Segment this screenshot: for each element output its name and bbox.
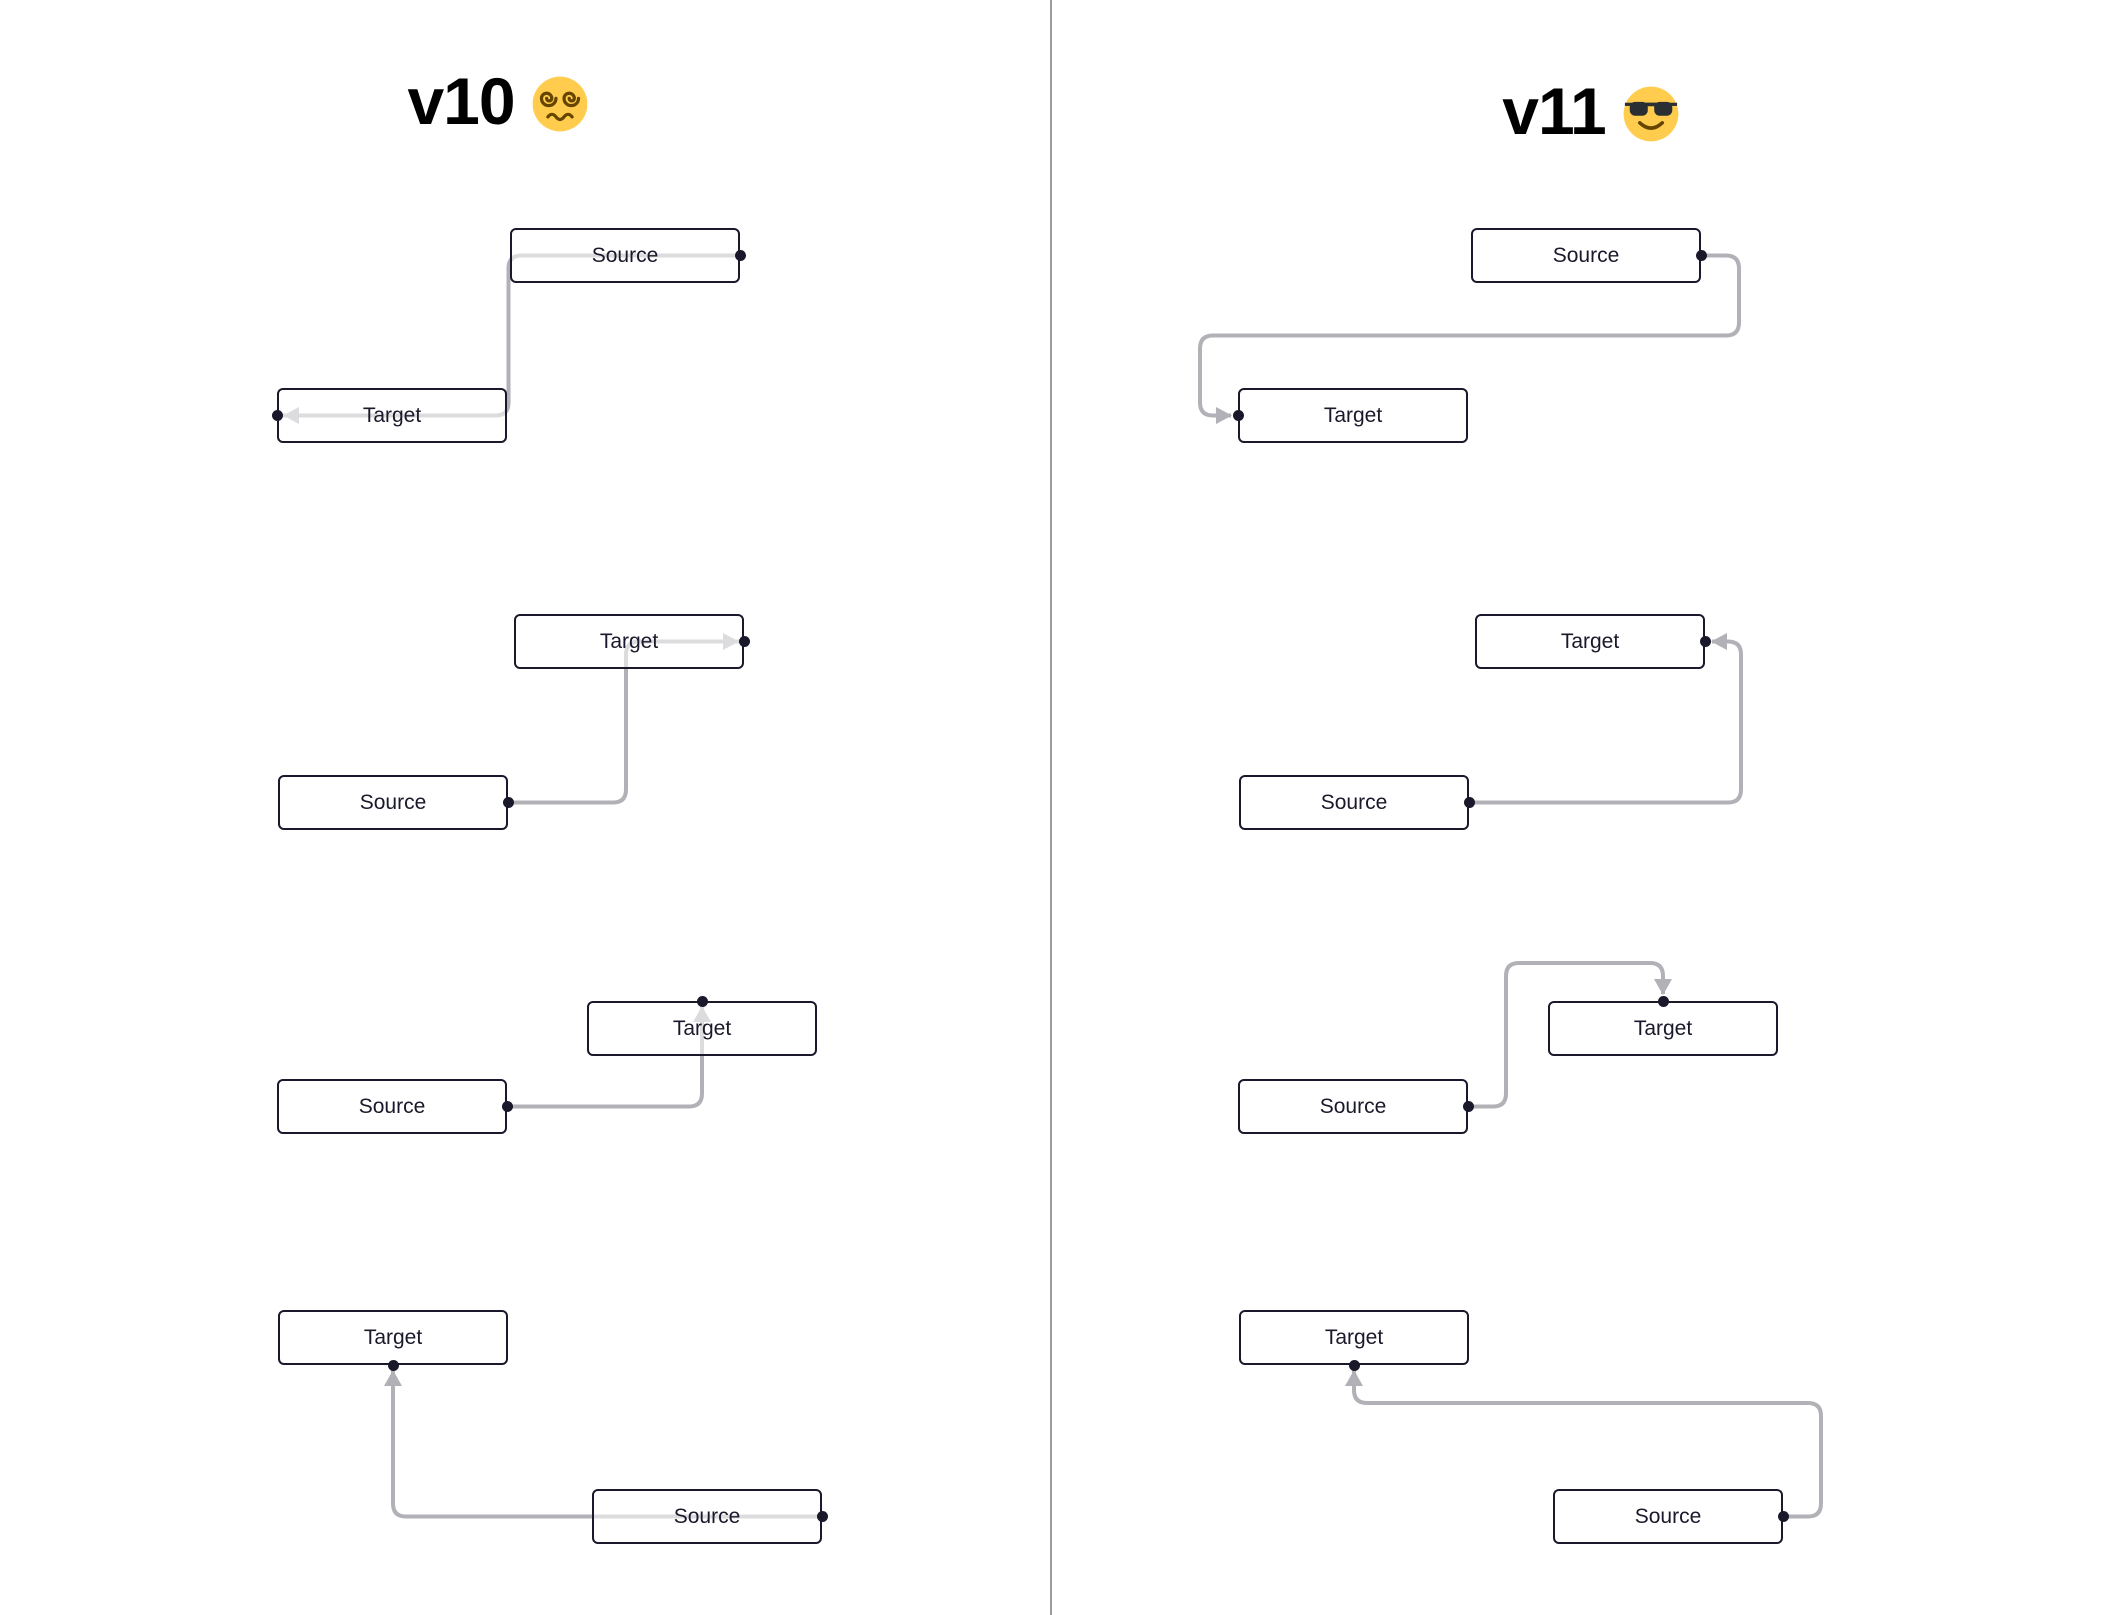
node-target[interactable]: Target xyxy=(1238,388,1468,443)
handle-source-right[interactable] xyxy=(816,1511,828,1522)
handle-source-right[interactable] xyxy=(1463,797,1475,808)
node-label: Target xyxy=(1324,1325,1384,1349)
node-target[interactable]: Target xyxy=(277,388,507,443)
node-label: Target xyxy=(1323,403,1383,427)
handle-source-right[interactable] xyxy=(734,250,746,261)
node-label: Source xyxy=(673,1504,741,1528)
handle-source-right[interactable] xyxy=(1777,1511,1789,1522)
edge-v11-pair3-path[interactable] xyxy=(1468,961,1665,1109)
node-label: Source xyxy=(1319,1094,1387,1118)
panel-title: v11 xyxy=(1502,74,1606,148)
node-source[interactable]: Source xyxy=(1553,1489,1783,1544)
handle-source-right[interactable] xyxy=(502,797,514,808)
handle-target-right[interactable] xyxy=(1699,636,1711,647)
node-source[interactable]: Source xyxy=(1239,775,1469,830)
edge-v11-pair2 xyxy=(1469,633,1743,805)
edge-v11-pair3 xyxy=(1468,961,1672,1109)
handle-target-bottom[interactable] xyxy=(1348,1359,1360,1371)
arrowhead-right-icon xyxy=(1216,407,1232,424)
handle-target-right[interactable] xyxy=(738,636,750,647)
node-target[interactable]: Target xyxy=(1239,1310,1469,1365)
handle-target-left[interactable] xyxy=(1232,410,1244,421)
v11-panel-title: v11 xyxy=(1430,72,1752,150)
arrowhead-up-icon xyxy=(384,1370,402,1386)
handle-source-right[interactable] xyxy=(1695,250,1707,261)
node-source[interactable]: Source xyxy=(277,1079,507,1134)
node-label: Target xyxy=(672,1016,732,1040)
node-label: Source xyxy=(1552,243,1620,267)
node-label: Target xyxy=(362,403,422,427)
panel-title: v10 xyxy=(407,64,515,138)
node-source[interactable]: Source xyxy=(592,1489,822,1544)
handle-target-left[interactable] xyxy=(271,410,283,421)
node-target[interactable]: Target xyxy=(278,1310,508,1365)
edge-v11-pair1 xyxy=(1198,253,1741,424)
node-target[interactable]: Target xyxy=(587,1001,817,1056)
edge-v10-pair4 xyxy=(384,1370,822,1519)
node-label: Target xyxy=(1560,629,1620,653)
panel-divider xyxy=(1050,0,1052,1615)
node-label: Source xyxy=(359,790,427,814)
node-source[interactable]: Source xyxy=(1238,1079,1468,1134)
handle-source-right[interactable] xyxy=(1462,1101,1474,1112)
smiling-face-with-sunglasses-emoji xyxy=(1623,86,1679,142)
edge-v11-pair1-path[interactable] xyxy=(1198,253,1741,418)
edge-v11-pair2-path[interactable] xyxy=(1469,639,1743,805)
v10-panel-title: v10 xyxy=(337,62,659,140)
handle-target-bottom[interactable] xyxy=(387,1359,399,1371)
arrowhead-left-icon xyxy=(1711,633,1727,650)
node-target[interactable]: Target xyxy=(514,614,744,669)
arrowhead-up-icon xyxy=(1345,1370,1363,1386)
handle-target-top[interactable] xyxy=(696,995,708,1007)
node-source[interactable]: Source xyxy=(510,228,740,283)
node-label: Target xyxy=(1633,1016,1693,1040)
node-label: Target xyxy=(363,1325,423,1349)
dizzy-face-emoji xyxy=(532,76,587,132)
handle-target-top[interactable] xyxy=(1657,995,1669,1007)
handle-source-right[interactable] xyxy=(501,1101,513,1112)
node-label: Source xyxy=(591,243,659,267)
edge-v10-pair4-path[interactable] xyxy=(391,1370,822,1519)
node-label: Target xyxy=(599,629,659,653)
edge-v10-pair3-path[interactable] xyxy=(507,1005,704,1109)
edge-v11-pair4 xyxy=(1345,1370,1823,1519)
node-label: Source xyxy=(1634,1504,1702,1528)
node-label: Source xyxy=(1320,790,1388,814)
edge-v11-pair4-path[interactable] xyxy=(1352,1370,1823,1519)
node-source[interactable]: Source xyxy=(278,775,508,830)
node-target[interactable]: Target xyxy=(1475,614,1705,669)
node-label: Source xyxy=(358,1094,426,1118)
node-source[interactable]: Source xyxy=(1471,228,1701,283)
node-target[interactable]: Target xyxy=(1548,1001,1778,1056)
arrowhead-down-icon xyxy=(1654,979,1672,995)
